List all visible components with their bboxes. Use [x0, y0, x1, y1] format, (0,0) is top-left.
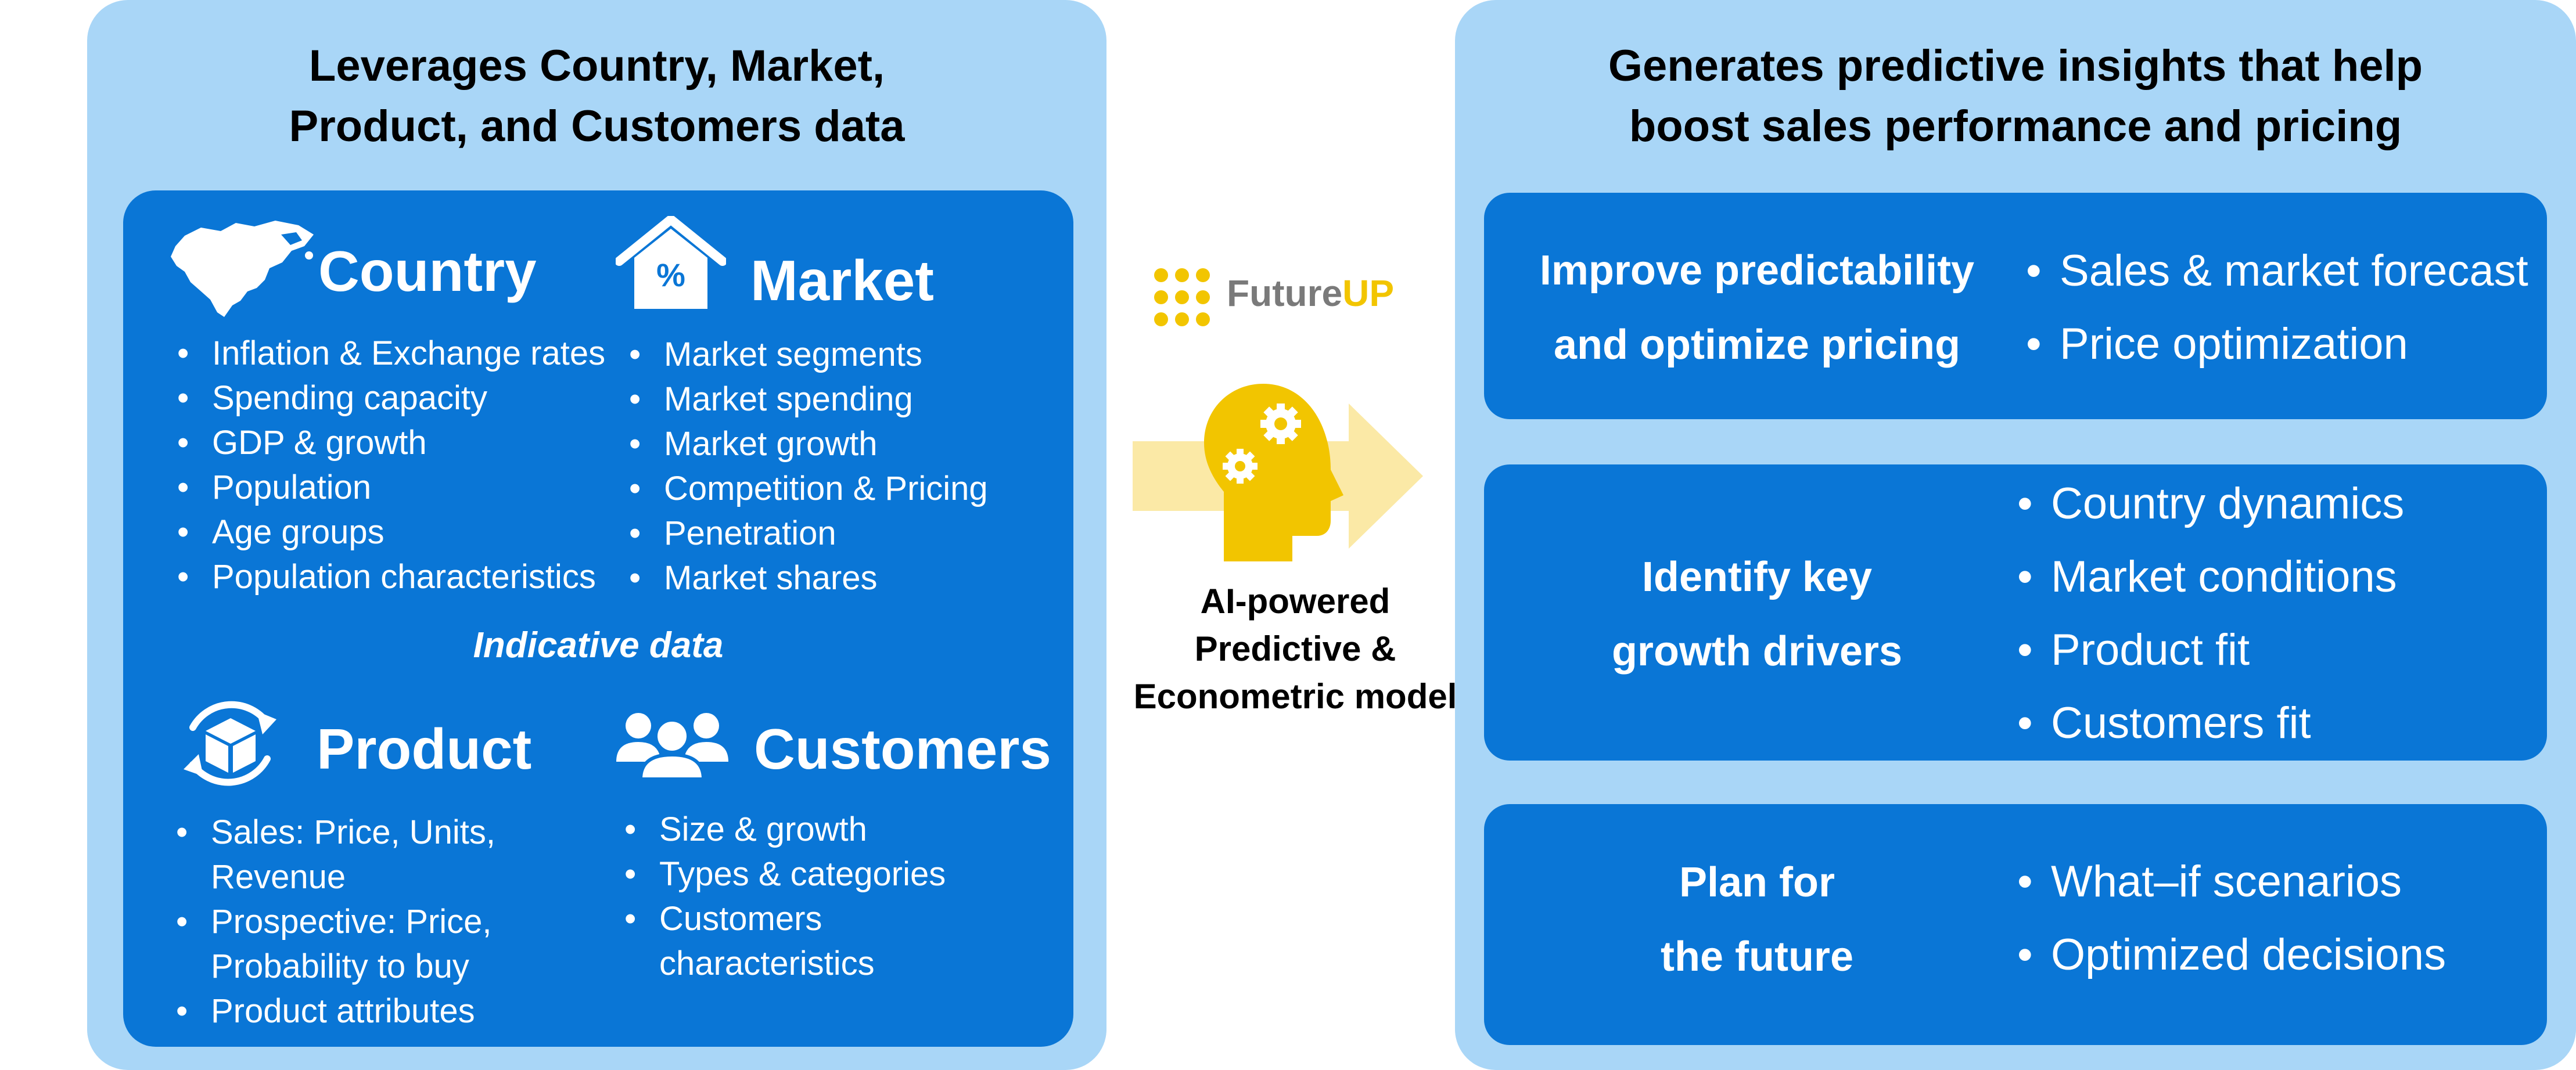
model-label-line3: Econometric model — [1133, 677, 1457, 716]
insight-label-line1: Improve predictability — [1539, 247, 1975, 294]
left-panel-title-line2: Product, and Customers data — [289, 102, 905, 151]
customers-title: Customers — [754, 717, 1051, 781]
right-panel-title-line1: Generates predictive insights that help — [1608, 41, 2423, 91]
list-item: Types & categories — [624, 852, 973, 896]
market-title: Market — [750, 248, 934, 312]
list-item: Inflation & Exchange rates — [177, 331, 619, 376]
product-list: Sales: Price, Units, Revenue Prospective… — [176, 810, 524, 1033]
list-item: Customers fit — [2017, 687, 2534, 760]
market-list: Market segments Market spending Market g… — [629, 332, 1047, 600]
list-item: Competition & Pricing — [629, 466, 1047, 511]
list-item: Size & growth — [624, 807, 973, 852]
futureup-brand-text: FutureUP — [1227, 272, 1394, 315]
futureup-dots-logo-icon — [1154, 268, 1210, 326]
country-list: Inflation & Exchange rates Spending capa… — [177, 331, 619, 599]
right-panel-title: Generates predictive insights that help … — [1455, 36, 2576, 157]
customers-list: Size & growth Types & categories Custome… — [624, 807, 973, 986]
list-item: Population characteristics — [177, 554, 619, 599]
list-item: Population — [177, 465, 619, 510]
list-item: GDP & growth — [177, 420, 619, 465]
insight-label-line2: the future — [1661, 934, 1853, 980]
list-item: Price optimization — [2026, 308, 2537, 381]
list-item: Market segments — [629, 332, 1047, 377]
gears-head-icon — [1204, 384, 1343, 561]
model-label-line1: AI-powered — [1200, 582, 1391, 621]
list-item: Sales & market forecast — [2026, 235, 2537, 308]
list-item: Product attributes — [176, 989, 524, 1033]
list-item: Sales: Price, Units, Revenue — [176, 810, 524, 899]
insight-list: Country dynamics Market conditions Produ… — [2017, 467, 2534, 760]
model-label-line2: Predictive & — [1194, 629, 1396, 668]
brand-future: Future — [1227, 272, 1343, 314]
list-item: Customers characteristics — [624, 896, 973, 986]
left-panel-title-line1: Leverages Country, Market, — [308, 41, 885, 91]
box-cycle-icon — [184, 701, 276, 786]
list-item: Age groups — [177, 510, 619, 554]
insight-label-line2: and optimize pricing — [1553, 322, 1961, 368]
list-item: Market conditions — [2017, 541, 2534, 614]
list-item: Market spending — [629, 377, 1047, 421]
list-item: Prospective: Price, Probability to buy — [176, 899, 524, 989]
insight-label: Identify key growth drivers — [1507, 540, 2007, 689]
product-title: Product — [317, 717, 532, 781]
country-title: Country — [318, 239, 537, 303]
list-item: Market growth — [629, 421, 1047, 466]
list-item: Spending capacity — [177, 376, 619, 420]
insight-label: Plan for the future — [1507, 845, 2007, 994]
list-item: Country dynamics — [2017, 467, 2534, 541]
list-item: Optimized decisions — [2017, 918, 2534, 992]
insight-label: Improve predictability and optimize pric… — [1507, 233, 2007, 382]
people-group-icon — [616, 713, 728, 781]
house-percent-icon: % — [616, 216, 726, 312]
list-item: Market shares — [629, 556, 1047, 600]
percent-symbol: % — [656, 257, 685, 293]
insight-list: Sales & market forecast Price optimizati… — [2026, 235, 2537, 381]
insight-list: What–if scenarios Optimized decisions — [2017, 845, 2534, 992]
left-panel-title: Leverages Country, Market, Product, and … — [87, 36, 1106, 157]
insight-label-line1: Plan for — [1679, 859, 1835, 906]
right-panel-title-line2: boost sales performance and pricing — [1629, 102, 2402, 151]
list-item: Product fit — [2017, 614, 2534, 687]
indicative-data-label: Indicative data — [473, 625, 724, 665]
north-america-map-icon — [171, 221, 314, 317]
brand-up: UP — [1342, 272, 1394, 314]
list-item: What–if scenarios — [2017, 845, 2534, 918]
insight-label-line2: growth drivers — [1611, 628, 1903, 675]
list-item: Penetration — [629, 511, 1047, 556]
insight-label-line1: Identify key — [1641, 554, 1873, 600]
model-label: AI-powered Predictive & Econometric mode… — [1106, 578, 1484, 720]
